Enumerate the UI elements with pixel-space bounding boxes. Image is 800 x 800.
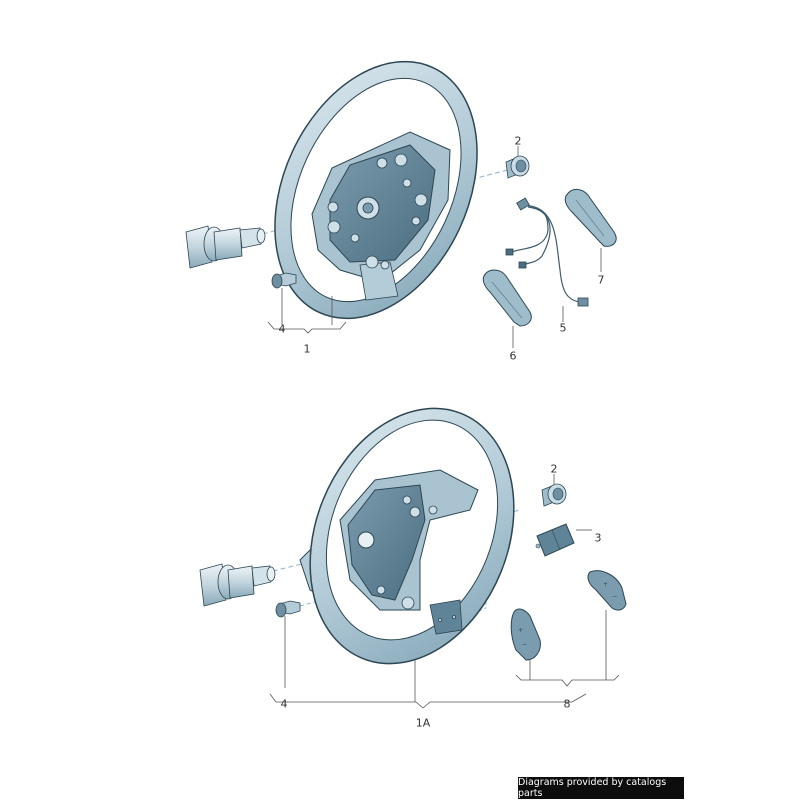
lower-assembly: + − + − bbox=[199, 407, 627, 709]
callout-8: 8 bbox=[563, 697, 571, 711]
callout-6: 6 bbox=[509, 349, 517, 363]
svg-text:−: − bbox=[522, 641, 527, 648]
screw-4-upper bbox=[271, 272, 297, 289]
multifunction-button-8-left: + − bbox=[510, 608, 541, 661]
leader-lines-lower bbox=[269, 474, 620, 709]
bolt-2-upper bbox=[505, 155, 530, 179]
steering-wheel-three-spoke bbox=[299, 407, 515, 665]
watermark-badge: Diagrams provided by catalogs parts bbox=[518, 777, 684, 799]
upper-assembly bbox=[185, 60, 617, 348]
callout-2-lower: 2 bbox=[550, 462, 558, 476]
multifunction-button-6 bbox=[482, 269, 532, 327]
multifunction-button-8-right: + − bbox=[587, 570, 627, 611]
callout-2-upper: 2 bbox=[514, 134, 522, 148]
control-unit-3 bbox=[535, 523, 575, 557]
leader-lines-upper bbox=[267, 146, 602, 348]
bolt-2-lower bbox=[541, 483, 567, 507]
callout-4-lower: 4 bbox=[280, 697, 288, 711]
screw-4-lower bbox=[275, 600, 301, 618]
svg-text:+: + bbox=[518, 627, 523, 634]
callout-3: 3 bbox=[594, 531, 602, 545]
callout-1: 1 bbox=[303, 342, 311, 356]
steering-shaft-lower bbox=[199, 563, 276, 607]
callout-4-upper: 4 bbox=[278, 322, 286, 336]
wiring-harness-5 bbox=[505, 197, 589, 307]
steering-shaft-upper bbox=[185, 225, 266, 269]
callout-1a: 1A bbox=[415, 716, 431, 730]
svg-text:+: + bbox=[603, 581, 608, 588]
callout-7: 7 bbox=[597, 273, 605, 287]
steering-wheel-four-spoke bbox=[274, 60, 478, 320]
multifunction-button-7 bbox=[564, 189, 617, 247]
svg-text:−: − bbox=[612, 593, 617, 600]
callout-5: 5 bbox=[559, 321, 567, 335]
